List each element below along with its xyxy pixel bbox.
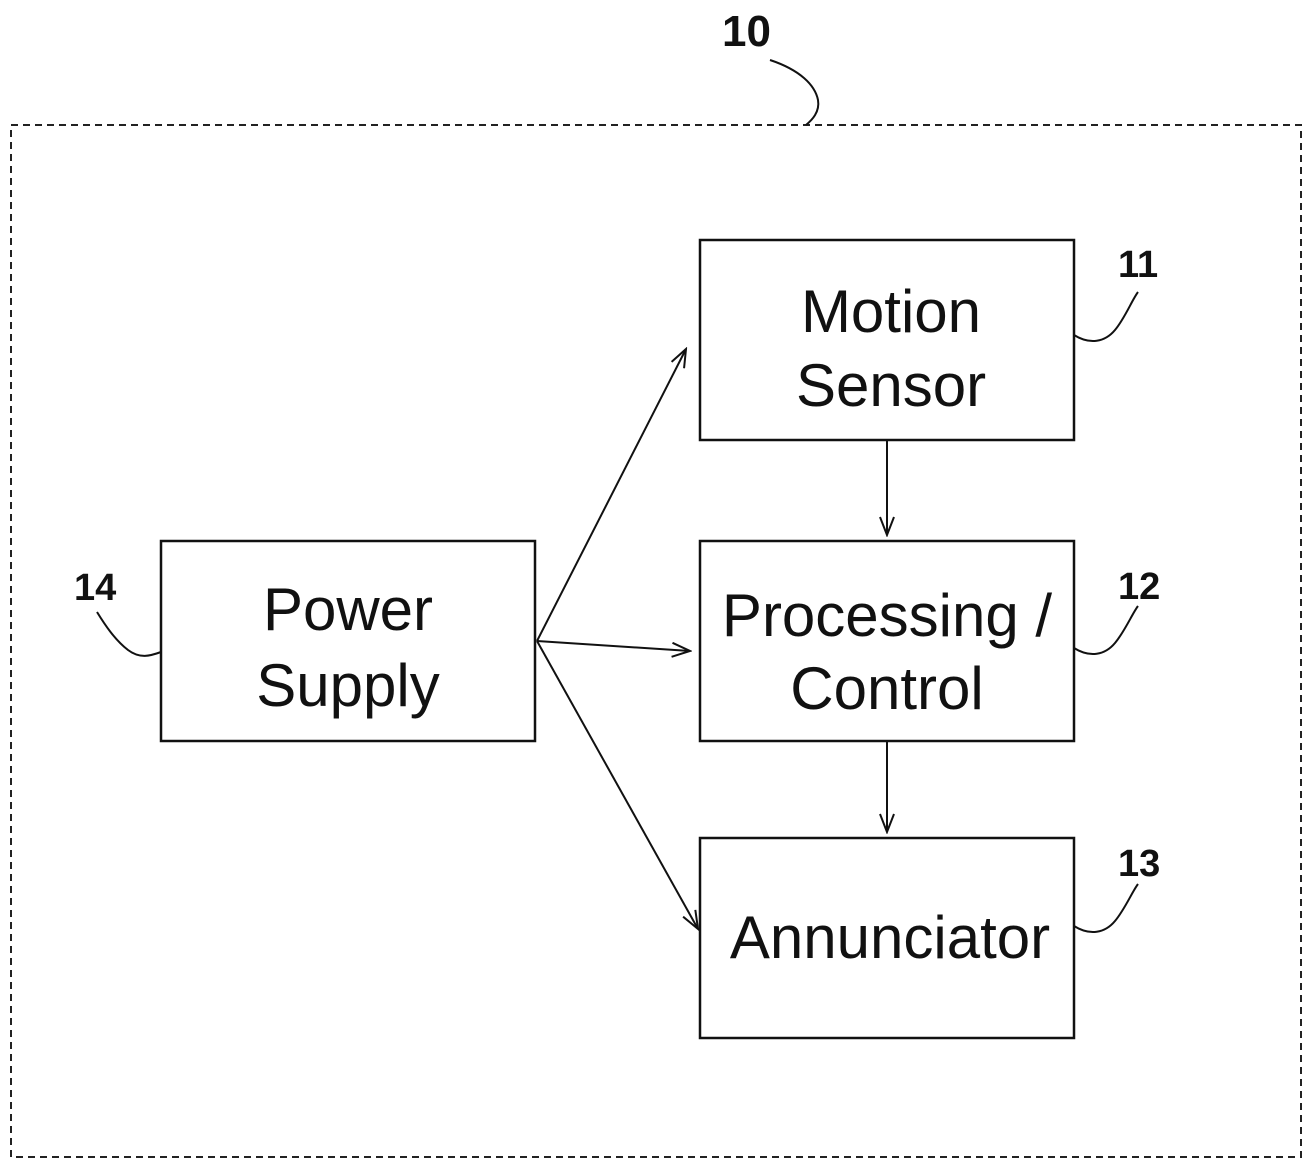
arrow-power-to-motion-sensor <box>537 349 686 641</box>
system-ref-leader <box>770 60 818 125</box>
motion-sensor-label-line2: Sensor <box>796 352 986 419</box>
arrow-power-to-processing <box>537 641 690 651</box>
power-supply-block: Power Supply <box>161 541 535 741</box>
power-supply-label-line2: Supply <box>256 652 439 719</box>
power-supply-label-line1: Power <box>263 576 433 643</box>
system-ref-label: 10 <box>722 7 771 56</box>
annunciator-ref: 13 <box>1118 843 1160 885</box>
annunciator-block: Annunciator <box>700 838 1074 1038</box>
processing-control-label-line1: Processing / <box>722 582 1052 649</box>
processing-control-label-line2: Control <box>790 655 983 722</box>
processing-control-ref: 12 <box>1118 566 1160 608</box>
motion-sensor-ref: 11 <box>1118 244 1158 286</box>
annunciator-ref-leader <box>1074 884 1138 932</box>
motion-sensor-ref-leader <box>1074 292 1138 341</box>
annunciator-label: Annunciator <box>730 904 1050 971</box>
power-supply-ref: 14 <box>74 567 116 609</box>
processing-control-block: Processing / Control <box>700 541 1074 741</box>
arrow-power-to-annunciator <box>537 641 698 929</box>
motion-sensor-block: Motion Sensor <box>700 240 1074 440</box>
system-boundary <box>11 125 1301 1157</box>
power-supply-ref-leader <box>97 612 161 656</box>
processing-control-ref-leader <box>1074 606 1138 654</box>
motion-sensor-label-line1: Motion <box>801 278 981 345</box>
